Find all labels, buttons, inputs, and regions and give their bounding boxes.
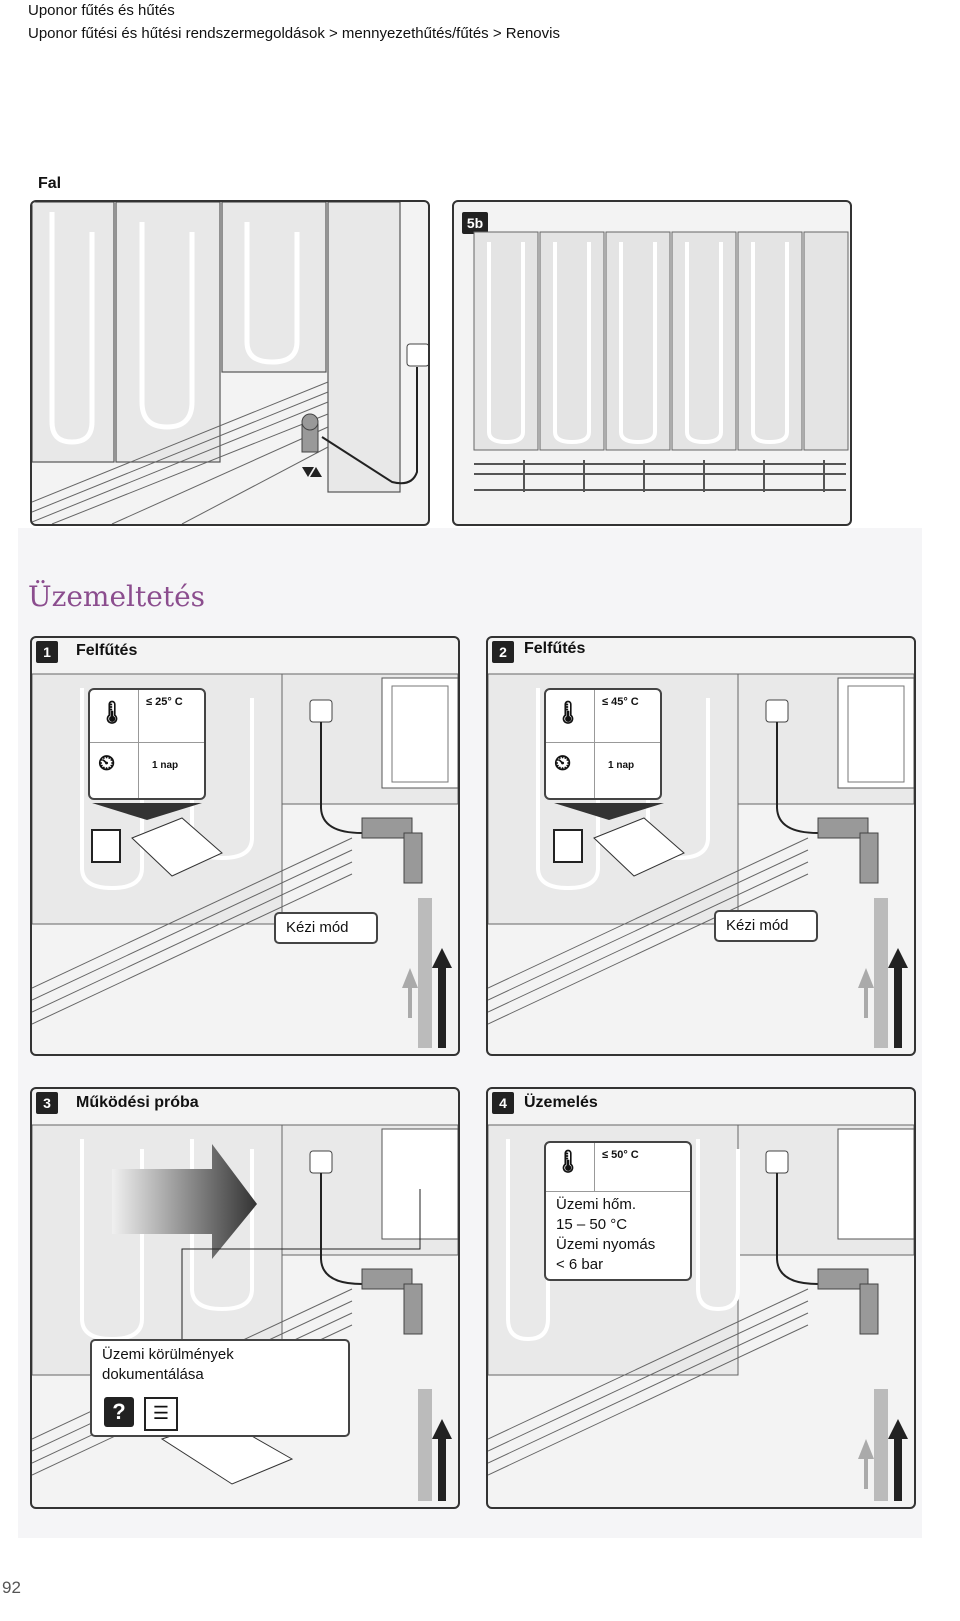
temp-limit-2: ≤ 45° C xyxy=(602,696,639,708)
step-number-4: 4 xyxy=(492,1092,514,1114)
step-number-3: 3 xyxy=(36,1092,58,1114)
temp-limit-1: ≤ 25° C xyxy=(146,696,183,708)
spec-line: 15 – 50 °C xyxy=(556,1216,628,1233)
question-icon: ? xyxy=(104,1397,134,1427)
operation-specs: Üzemi hőm. 15 – 50 °C Üzemi nyomás < 6 b… xyxy=(556,1195,655,1275)
step-panel-3: 3 Működési próba Üzemi körülmények dokum… xyxy=(30,1087,460,1509)
step-title-4: Üzemelés xyxy=(524,1094,598,1111)
duration-1: 1 nap xyxy=(152,760,179,771)
clock-icon: ⏲ xyxy=(98,750,116,775)
step-title-2: Felfűtés xyxy=(524,640,586,657)
section-title: Üzemeltetés xyxy=(28,580,206,613)
header-title: Uponor fűtés és hűtés xyxy=(28,2,175,19)
fal-label: Fal xyxy=(38,175,62,192)
wall-illustration xyxy=(30,200,430,526)
thermometer-icon: 🌡 xyxy=(98,700,126,725)
clock-icon: ⏲ xyxy=(554,750,572,775)
spec-line: < 6 bar xyxy=(556,1256,604,1273)
heating-info-box-2: 🌡 ≤ 45° C ⏲ 1 nap xyxy=(544,688,662,800)
spec-line: Üzemi hőm. xyxy=(556,1196,637,1213)
thermometer-icon: 🌡 xyxy=(554,1149,582,1174)
documentation-text: Üzemi körülmények dokumentálása xyxy=(102,1346,234,1383)
manual-mode-callout-1: Kézi mód xyxy=(274,912,378,944)
checklist-icon: ☰ xyxy=(144,1397,178,1431)
manual-mode-callout-2: Kézi mód xyxy=(714,910,818,942)
step-title-3: Működési próba xyxy=(76,1094,199,1111)
panel-5b-tag: 5b xyxy=(462,212,488,234)
page-number: 92 xyxy=(2,1578,21,1597)
step-panel-4: 4 Üzemelés 🌡 ≤ 50° C Üzemi hőm. 15 – 50 … xyxy=(486,1087,916,1509)
operation-info-box: 🌡 ≤ 50° C Üzemi hőm. 15 – 50 °C Üzemi ny… xyxy=(544,1141,692,1281)
step-panel-2: 2 Felfűtés 🌡 ≤ 45° C ⏲ 1 nap Kézi mód xyxy=(486,636,916,1056)
step-title-1: Felfűtés xyxy=(76,642,138,659)
step-number-1: 1 xyxy=(36,641,58,663)
thermometer-icon: 🌡 xyxy=(554,700,582,725)
step-panel-1: 1 Felfűtés 🌡 ≤ 25° C ⏲ 1 nap Kézi mód xyxy=(30,636,460,1056)
documentation-callout: Üzemi körülmények dokumentálása ? ☰ xyxy=(90,1339,350,1437)
spec-line: Üzemi nyomás xyxy=(556,1236,656,1253)
temp-limit-4: ≤ 50° C xyxy=(602,1149,639,1161)
panel-5b: 5b xyxy=(452,200,852,526)
step-number-2: 2 xyxy=(492,641,514,663)
duration-2: 1 nap xyxy=(608,760,635,771)
heating-info-box-1: 🌡 ≤ 25° C ⏲ 1 nap xyxy=(88,688,206,800)
breadcrumb: Uponor fűtési és hűtési rendszermegoldás… xyxy=(28,25,560,42)
